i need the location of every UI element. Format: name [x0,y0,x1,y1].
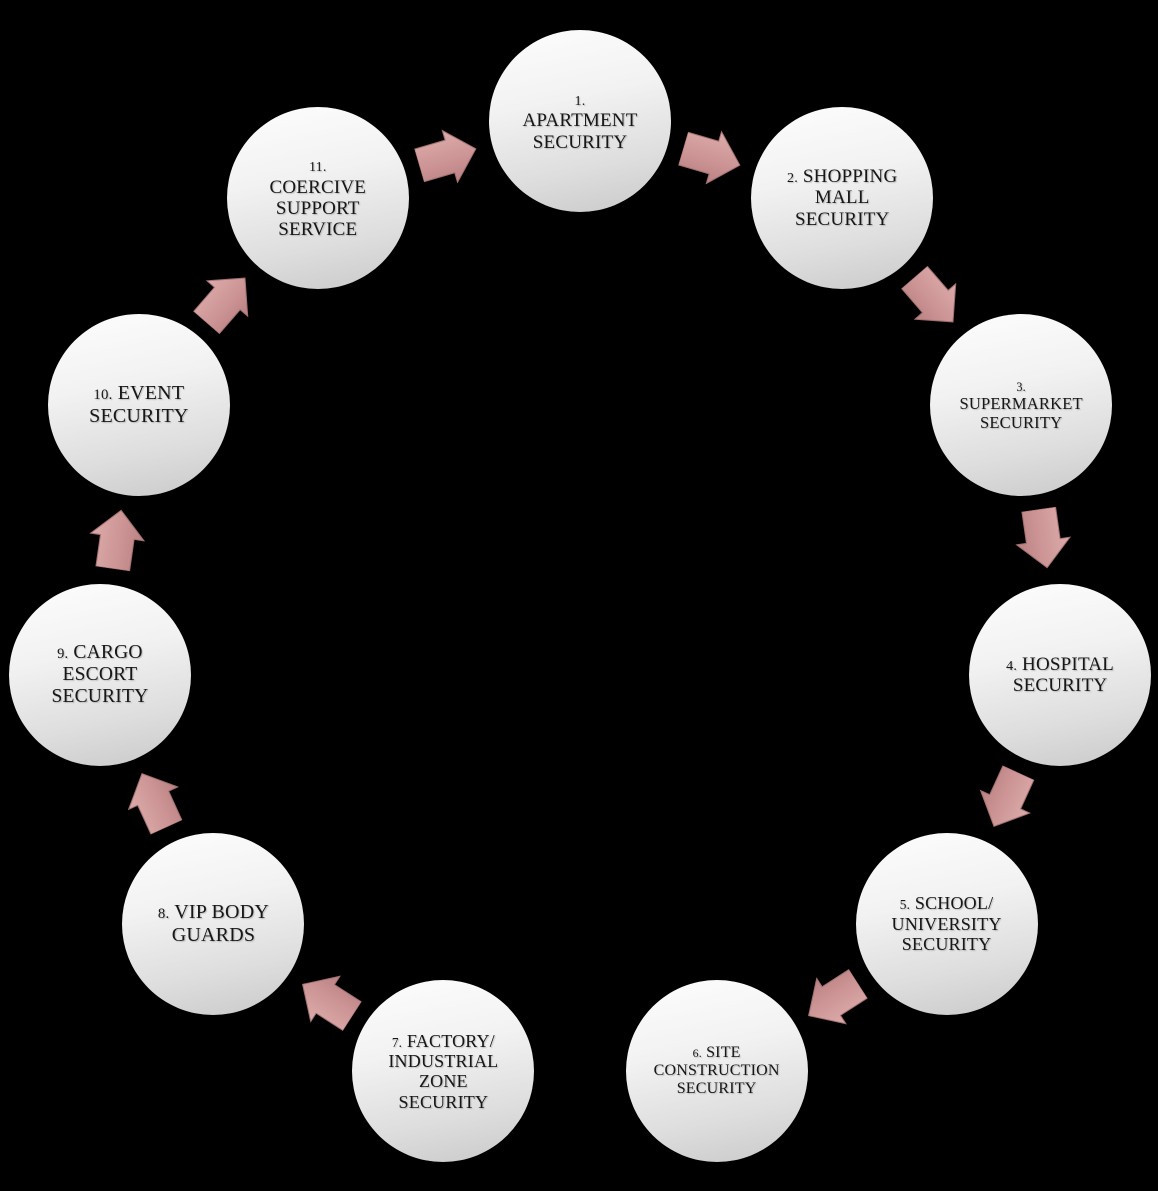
block-arrow-icon [900,265,956,322]
node-label-line: 2. SHOPPING [787,166,897,187]
node-number: 5. [899,897,911,913]
node-label-line: SUPERMARKET [959,394,1083,414]
node-label-line: SECURITY [51,685,149,707]
block-arrow-icon [128,773,183,836]
node-label-line: SECURITY [89,404,189,427]
node-label-line: 3. [960,377,1083,395]
block-arrow-icon [89,509,145,573]
arrow-1-to-2 [675,122,748,193]
arrow-8-to-9 [116,761,192,839]
node-label-line: INDUSTRIAL [388,1051,499,1072]
node-label-line: 7. FACTORY/ [388,1031,498,1051]
arrow-4-to-5 [968,761,1044,839]
node-label-text: FACTORY/ [406,1031,495,1052]
arrow-9-to-10 [85,506,149,573]
node-label-text: EVENT [117,382,185,405]
node-label-line: SECURITY [532,131,628,153]
node-label-line: SECURITY [398,1091,489,1112]
node-label-line: 9. CARGO [51,642,148,664]
node-label-line: SECURITY [794,208,890,230]
node-label-line: GUARDS [171,923,256,946]
node-label-text: SHOPPING [802,166,898,188]
node-label-text: CARGO [73,642,143,664]
node-label-line: ESCORT [62,664,138,686]
node-label-line: SUPPORT [275,197,360,219]
node-number: 10. [93,387,113,404]
node-label-line: 10. EVENT [89,382,188,404]
block-arrow-icon [413,129,477,184]
node-label-line: CONSTRUCTION [653,1062,780,1080]
node-label-line: SECURITY [980,412,1063,432]
node-label-line: MALL [814,187,870,209]
node-number: 8. [157,906,170,923]
node-label-text: HOSPITAL [1022,653,1114,675]
node-number: 1. [574,93,586,110]
node-number: 11. [308,159,327,176]
node-number: 4. [1006,657,1018,674]
node-label-line: SECURITY [901,933,992,954]
node-label-line: 11. [269,155,366,176]
node-label-line: 4. HOSPITAL [1006,654,1114,675]
block-arrow-icon [979,765,1035,828]
node-label-line: ZONE [418,1071,468,1092]
node-label-text: VIP BODY [174,901,269,924]
arrow-5-to-6 [793,960,874,1040]
block-arrow-icon [193,277,249,335]
node-number: 2. [787,170,798,187]
node-label-line: 1. [522,89,637,110]
arrow-2-to-3 [893,259,975,341]
node-label-line: SECURITY [1012,675,1108,697]
node-label-line: COERCIVE [269,176,367,198]
node-label-line: UNIVERSITY [891,913,1002,934]
node-number: 7. [391,1035,403,1051]
arrow-7-to-8 [287,960,368,1040]
node-label-line: SECURITY [676,1080,757,1098]
block-arrow-icon [808,968,869,1025]
node-label-line: SERVICE [278,219,358,241]
block-arrow-icon [1015,506,1072,569]
arrow-3-to-4 [1011,506,1075,573]
node-label-line: APARTMENT [522,110,638,132]
node-label-text: SITE [706,1044,741,1062]
node-number: 9. [57,646,69,663]
node-label-line: 6. SITE [654,1044,780,1062]
arrow-10-to-11 [185,259,267,341]
node-number: 3. [1016,379,1026,394]
node-number: 6. [692,1046,702,1061]
node-label-text: SCHOOL/ [914,893,994,914]
node-label-line: 5. SCHOOL/ [892,893,1002,913]
block-arrow-icon [677,130,741,185]
block-arrow-icon [301,975,363,1031]
node-label-line: 8. VIP BODY [158,901,269,923]
arrow-11-to-1 [411,122,484,193]
